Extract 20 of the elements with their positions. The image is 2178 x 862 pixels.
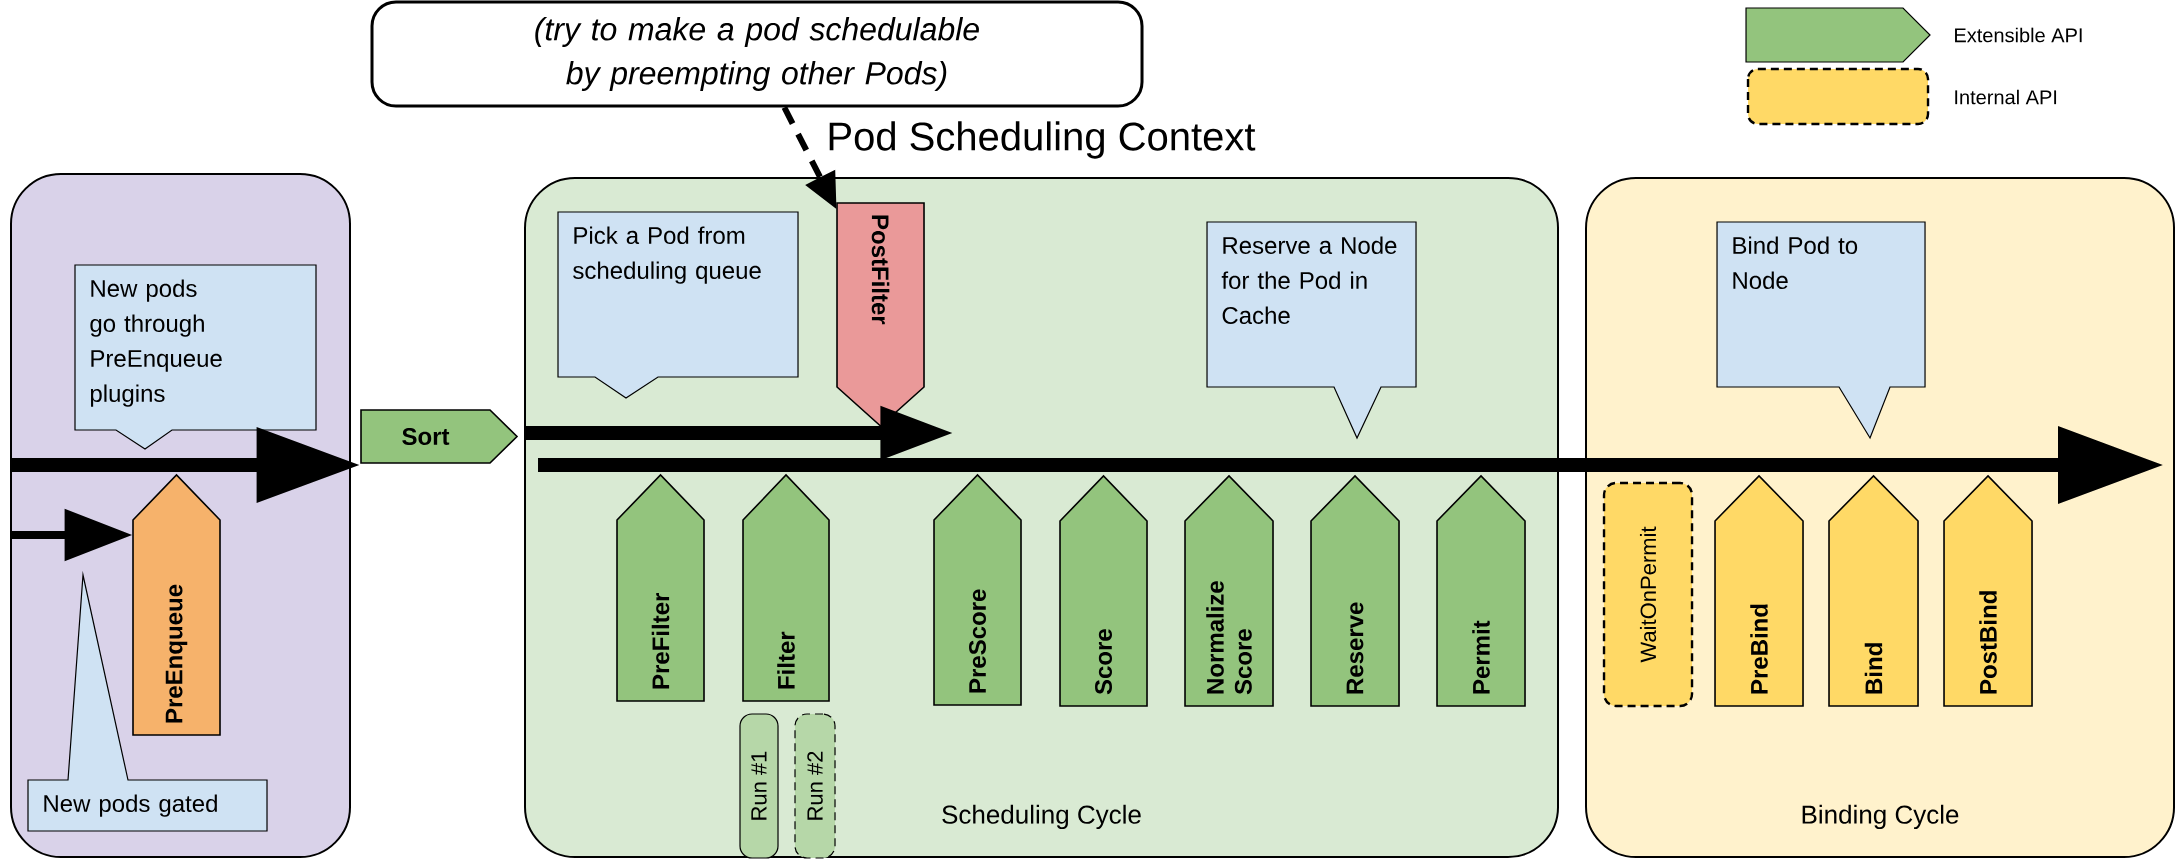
speech-bubble: New pods go through PreEnqueue plugins (74, 264, 317, 450)
callout-box: (try to make a pod schedulable by preempting other Pods) (370, 0, 1144, 108)
legend-label: Extensible API (1955, 27, 2082, 43)
sort-step: Sort (360, 409, 519, 464)
plugin-step: PostBind (1943, 474, 2033, 707)
plugin-step: Filter (742, 473, 830, 702)
speech-bubble: Pick a Pod from scheduling queue (557, 211, 799, 399)
legend-label: Internal API (1955, 89, 2057, 105)
step-box: Run #1 (739, 713, 779, 859)
plugin-step: PreEnqueue (132, 473, 221, 736)
speech-bubble: Reserve a Node for the Pod in Cache (1206, 221, 1417, 440)
speech-bubble: Bind Pod to Node (1716, 221, 1926, 440)
plugin-step: Permit (1436, 474, 1526, 707)
diagram-title: Pod Scheduling Context (829, 121, 1256, 159)
plugin-step: Reserve (1310, 474, 1400, 707)
step-box: WaitOnPermit (1602, 481, 1694, 708)
plugin-step: PostFilter (836, 202, 925, 428)
plugin-step: Normalize Score (1184, 474, 1274, 707)
step-box: Run #2 (794, 713, 836, 859)
plugin-step: PreBind (1714, 474, 1804, 707)
